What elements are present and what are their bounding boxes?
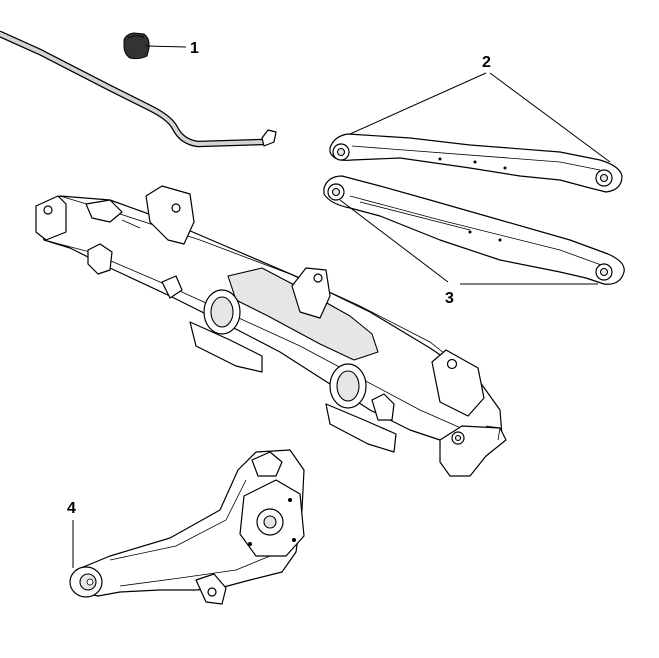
leader-lines [72,45,611,568]
leader-line-3a [339,199,449,283]
callout-1: 1 [190,40,199,57]
stabilizer-bushing [123,32,150,60]
callout-2: 2 [482,54,491,71]
leader-line-2a [349,72,487,135]
callout-3: 3 [445,290,454,307]
lower-control-arm [323,175,625,285]
leader-line-1 [145,45,187,48]
leader-line-2b [489,72,611,163]
rear-axle-subframe [35,185,507,477]
stabilizer-bar [0,30,277,148]
upper-control-arm [329,133,623,193]
callout-4: 4 [67,500,76,517]
trailing-arm [69,449,305,605]
